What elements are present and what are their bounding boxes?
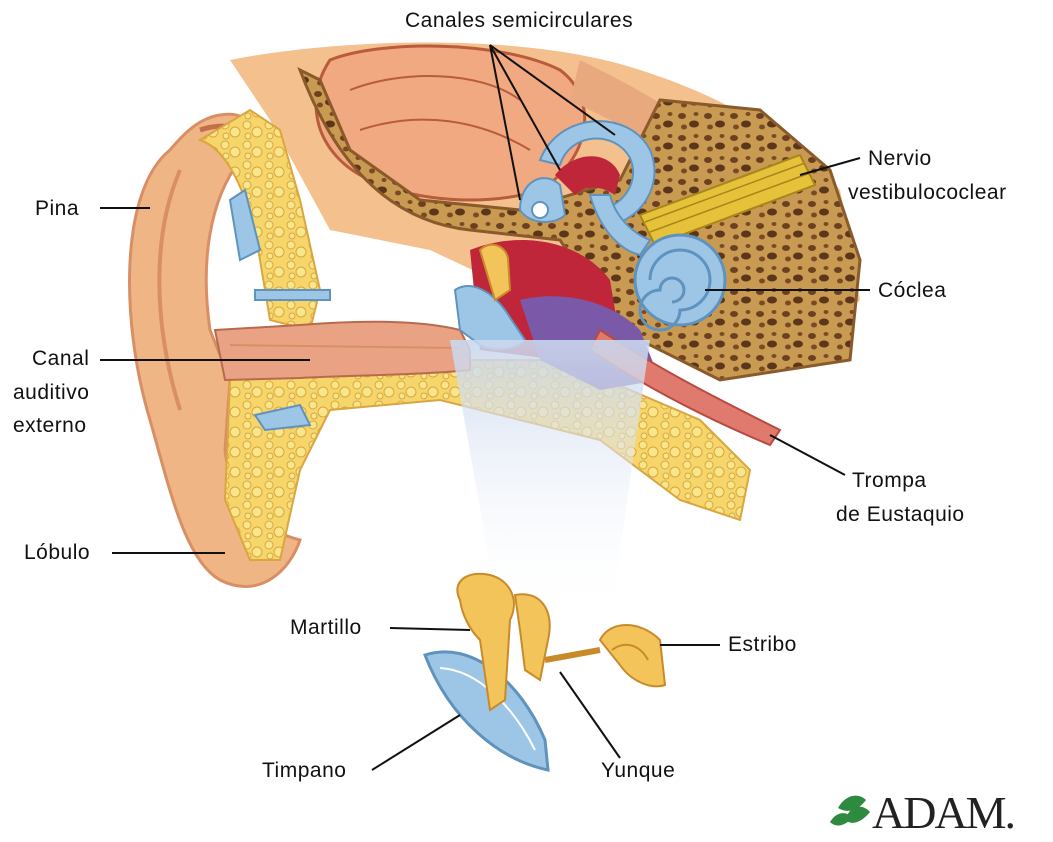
label-vestibulococlear: vestibulococlear [848, 180, 1007, 206]
label-lobulo: Lóbulo [24, 540, 90, 566]
label-martillo: Martillo [290, 615, 362, 641]
adam-logo-text: ADAM. [872, 786, 1014, 839]
label-coclea: Cóclea [878, 278, 946, 304]
leader-timpano [372, 715, 460, 770]
label-canal: Canal [32, 346, 89, 372]
label-pina: Pina [35, 196, 79, 222]
label-nervio: Nervio [868, 146, 932, 172]
label-yunque: Yunque [601, 758, 675, 784]
ear-canal [215, 322, 470, 380]
leader-trompa [770, 435, 845, 475]
label-canales-semicirculares: Canales semicirculares [405, 8, 633, 34]
label-de-eustaquio: de Eustaquio [836, 502, 965, 528]
label-externo: externo [13, 413, 87, 439]
label-estribo: Estribo [728, 632, 797, 658]
adam-logo-emblem [830, 796, 870, 826]
label-auditivo: auditivo [13, 380, 89, 406]
leader-martillo [390, 628, 470, 630]
label-timpano: Timpano [262, 758, 346, 784]
label-trompa: Trompa [852, 468, 927, 494]
leader-yunque [560, 672, 620, 758]
